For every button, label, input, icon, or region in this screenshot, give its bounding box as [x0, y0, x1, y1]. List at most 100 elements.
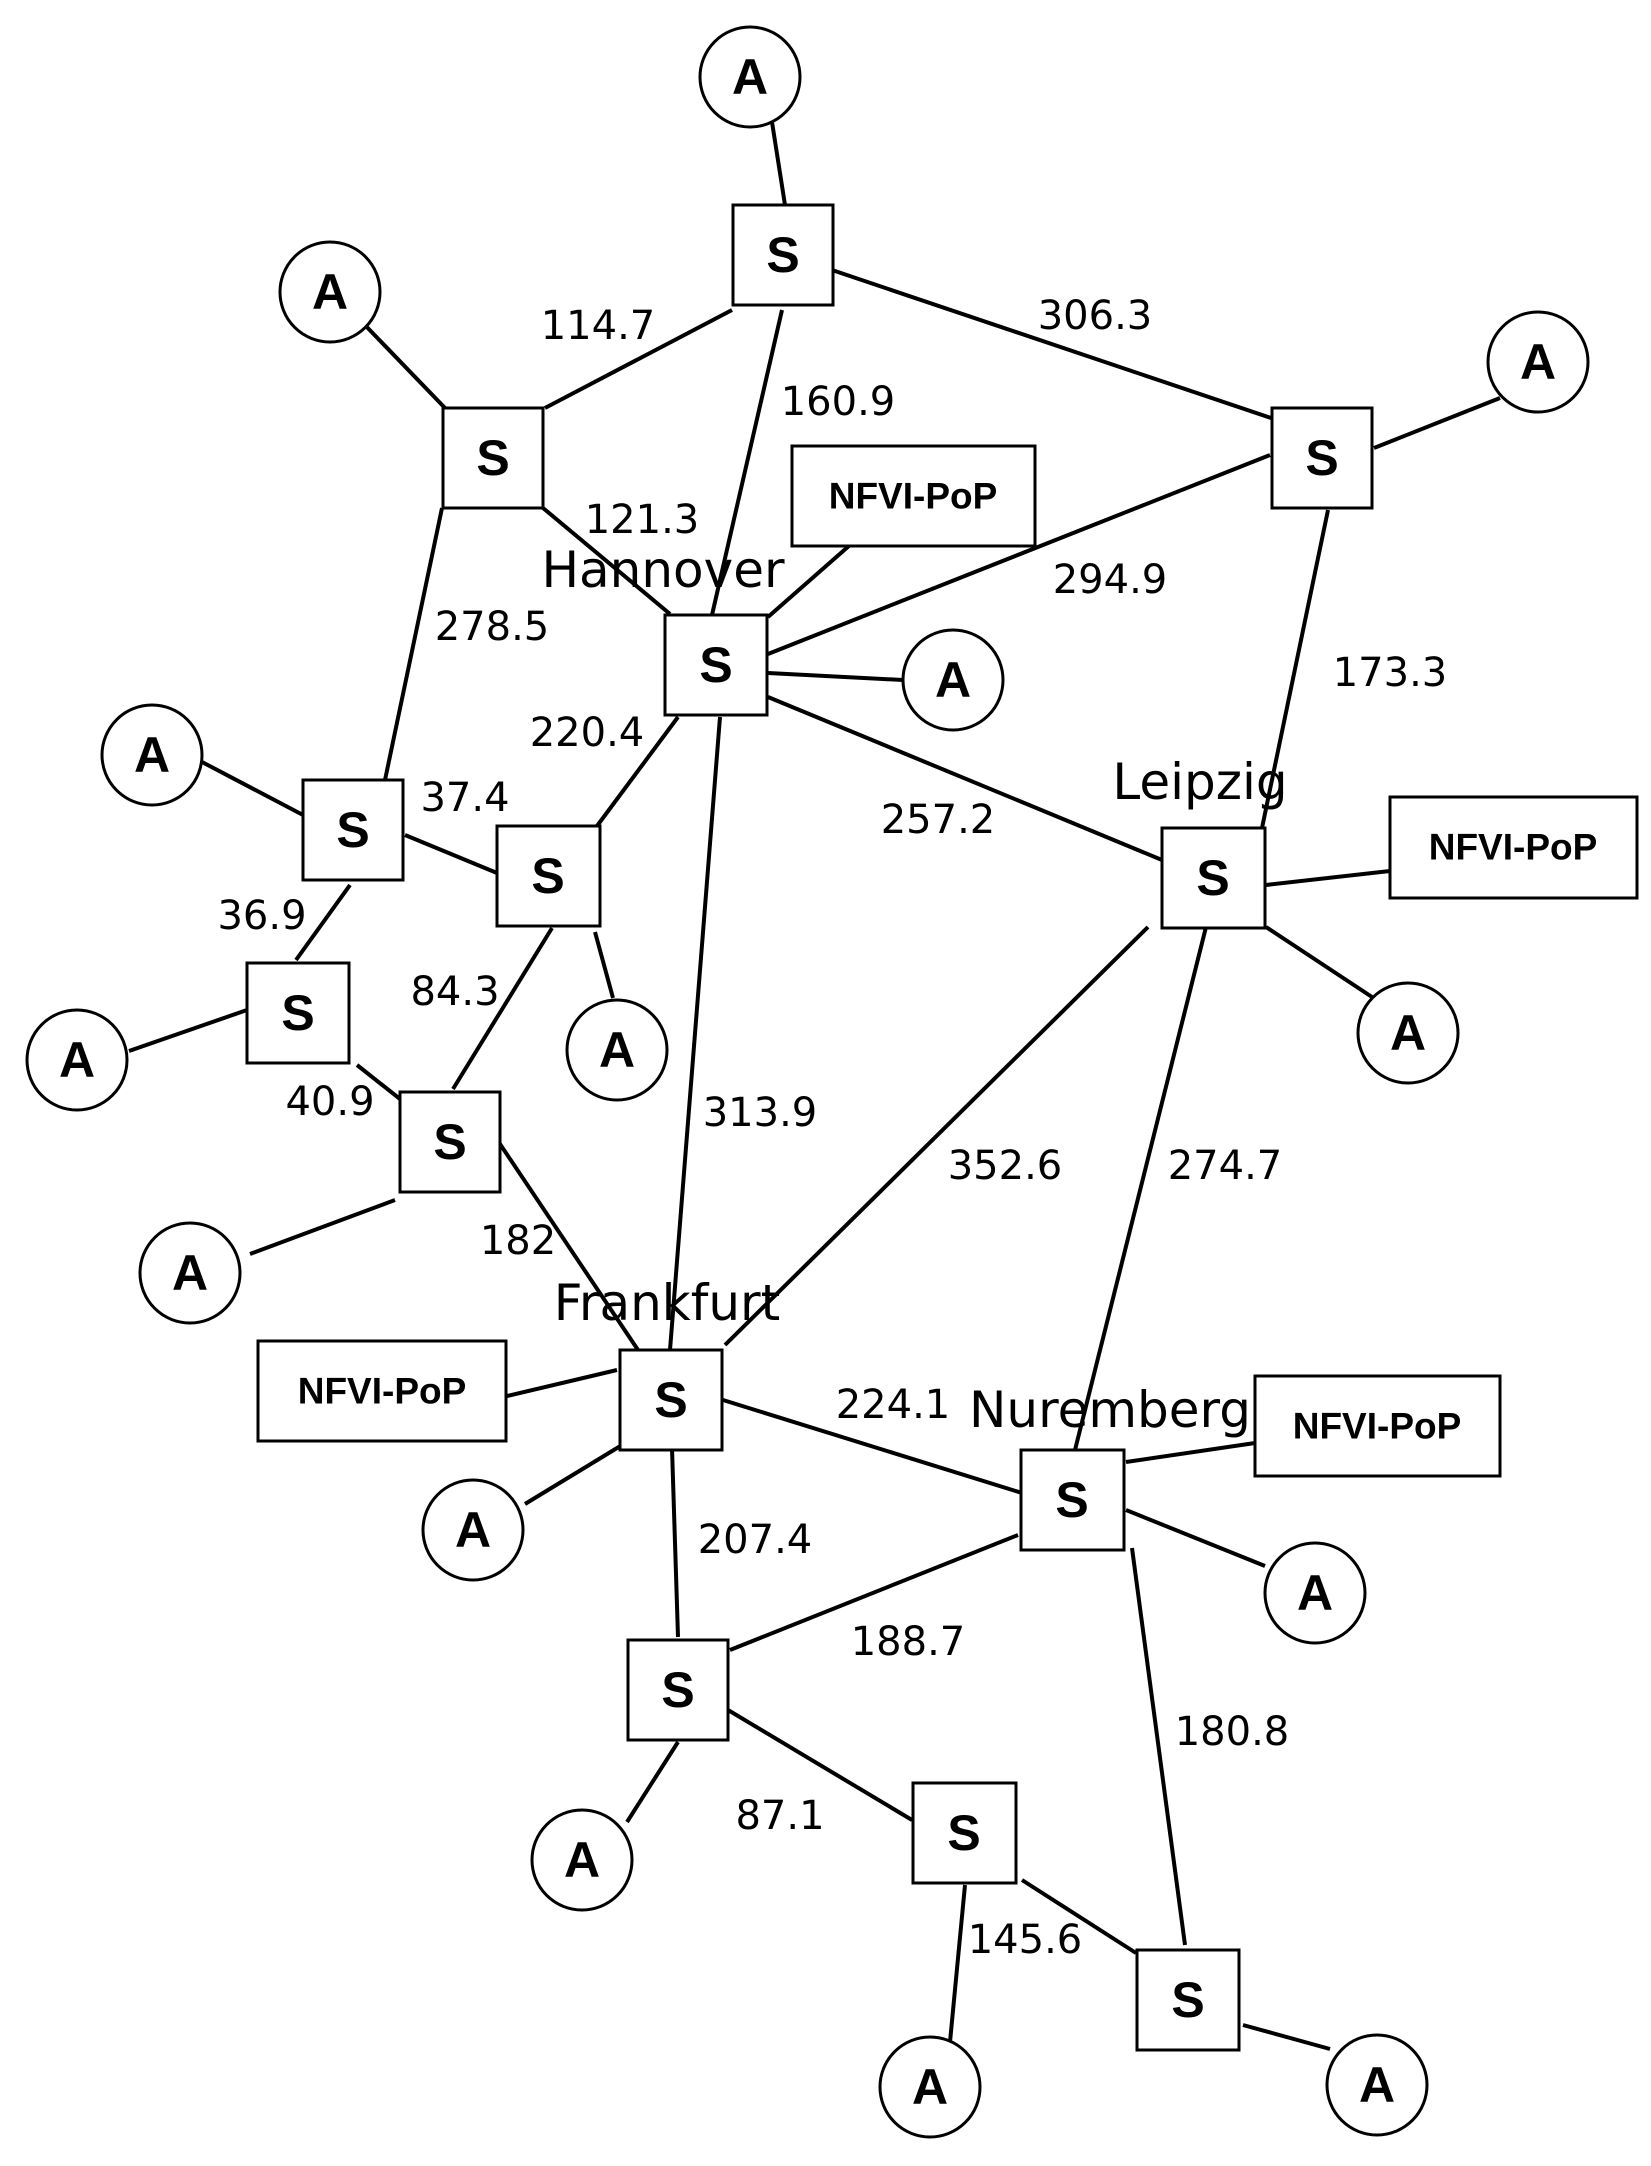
- stub-pop-hannover: [766, 543, 852, 619]
- access-nodes: A A A A A A A A A A A A A A: [25, 25, 1590, 2139]
- switch-bottom: S: [911, 1781, 1018, 1885]
- pop-nuremberg: NFVI-PoP: [1253, 1374, 1502, 1478]
- link-hannover-c: [595, 715, 680, 828]
- link-sw-s: [355, 1063, 402, 1101]
- switch-letter: S: [947, 1805, 980, 1861]
- access-letter: A: [935, 652, 971, 708]
- stub-a-south: [625, 1740, 680, 1824]
- pop-label: NFVI-PoP: [1293, 1406, 1462, 1447]
- switch-top: S: [731, 203, 835, 307]
- link-w-sw: [294, 883, 352, 962]
- switch-nodes: S S S S S S S S S S S S S S: [245, 203, 1374, 2052]
- switch-hannover: S: [663, 613, 769, 717]
- weight-nuremberg-se: 180.8: [1175, 1709, 1290, 1755]
- stub-a-nuremberg: [1125, 1508, 1266, 1568]
- access-letter: A: [134, 727, 170, 783]
- weight-s-frankfurt: 182: [480, 1218, 556, 1264]
- link-nw-hannover: [541, 506, 672, 616]
- stub-a-w: [201, 760, 304, 817]
- edge-weight-labels: 114.7 306.3 160.9 121.3 294.9 278.5 173.…: [217, 293, 1447, 1963]
- city-label-frankfurt: Frankfurt: [554, 1274, 780, 1332]
- access-letter: A: [1297, 1565, 1333, 1621]
- link-ne-leipzig: [1260, 509, 1330, 829]
- weight-bottom-se: 145.6: [968, 1917, 1083, 1963]
- link-south-nuremberg: [729, 1533, 1019, 1652]
- pop-hannover: NFVI-PoP: [790, 444, 1037, 548]
- weight-ne-hannover: 294.9: [1053, 557, 1168, 603]
- pop-frankfurt: NFVI-PoP: [256, 1339, 508, 1443]
- link-leipzig-nuremberg: [1073, 926, 1208, 1451]
- stub-a-hannover: [767, 671, 904, 682]
- switch-frankfurt: S: [618, 1348, 724, 1452]
- switch-letter: S: [699, 637, 732, 693]
- weight-sw-s: 40.9: [285, 1079, 374, 1125]
- weight-nw-hannover: 121.3: [585, 497, 700, 543]
- link-top-ne: [831, 268, 1272, 420]
- access-letter: A: [1359, 2057, 1395, 2113]
- access-letter: A: [312, 264, 348, 320]
- link-w-c: [404, 833, 498, 875]
- access-bottom: A: [878, 2035, 982, 2139]
- access-links: [128, 121, 1501, 2051]
- switch-letter: S: [531, 848, 564, 904]
- switch-nw: S: [441, 406, 545, 510]
- weight-top-hannover: 160.9: [781, 379, 896, 425]
- weight-hannover-leipzig: 257.2: [881, 797, 996, 843]
- switch-ne: S: [1270, 406, 1374, 510]
- link-hannover-leipzig: [767, 695, 1163, 862]
- access-letter: A: [1390, 1005, 1426, 1061]
- switch-se: S: [1135, 1948, 1241, 2052]
- switch-leipzig: S: [1160, 826, 1267, 930]
- pop-label: NFVI-PoP: [1429, 827, 1598, 868]
- weight-w-sw: 36.9: [217, 893, 306, 939]
- weight-south-bottom: 87.1: [735, 1793, 824, 1839]
- access-letter: A: [912, 2059, 948, 2115]
- weight-ne-leipzig: 173.3: [1333, 650, 1448, 696]
- city-labels: Hannover Leipzig Frankfurt Nuremberg: [541, 541, 1287, 1439]
- access-se: A: [1325, 2033, 1429, 2137]
- pop-nodes: NFVI-PoP NFVI-PoP NFVI-PoP NFVI-PoP: [256, 444, 1639, 1478]
- stub-pop-nuremberg: [1125, 1441, 1256, 1464]
- weight-leipzig-nuremberg: 274.7: [1168, 1143, 1283, 1189]
- link-south-bottom: [726, 1708, 914, 1822]
- access-letter: A: [455, 1502, 491, 1558]
- access-nw: A: [278, 240, 382, 344]
- stub-a-top: [770, 121, 787, 206]
- link-bottom-se: [1020, 1878, 1138, 1955]
- link-ne-hannover: [767, 453, 1271, 656]
- access-hannover: A: [901, 628, 1005, 732]
- switch-letter: S: [661, 1662, 694, 1718]
- access-letter: A: [1520, 334, 1556, 390]
- stub-a-bottom: [948, 1884, 967, 2043]
- switch-letter: S: [654, 1372, 687, 1428]
- access-w: A: [100, 703, 204, 807]
- weight-hannover-c: 220.4: [530, 710, 645, 756]
- access-top: A: [698, 25, 802, 129]
- switch-letter: S: [433, 1114, 466, 1170]
- backbone-links: [294, 268, 1330, 1955]
- switch-sw: S: [245, 961, 351, 1065]
- stub-a-nw: [360, 320, 447, 410]
- link-nuremberg-se: [1130, 1547, 1187, 1946]
- switch-south: S: [626, 1638, 730, 1742]
- switch-letter: S: [476, 430, 509, 486]
- city-label-leipzig: Leipzig: [1112, 753, 1287, 811]
- access-letter: A: [599, 1022, 635, 1078]
- switch-letter: S: [281, 985, 314, 1041]
- link-leipzig-frankfurt: [723, 925, 1150, 1347]
- link-hannover-frankfurt: [668, 716, 722, 1351]
- switch-letter: S: [336, 802, 369, 858]
- access-ne: A: [1486, 310, 1590, 414]
- link-nw-w: [383, 507, 444, 781]
- access-nuremberg: A: [1263, 1541, 1367, 1645]
- stub-a-leipzig: [1264, 925, 1374, 999]
- weight-top-ne: 306.3: [1038, 293, 1153, 339]
- switch-letter: S: [1055, 1472, 1088, 1528]
- link-frankfurt-south: [670, 1447, 680, 1638]
- access-letter: A: [564, 1832, 600, 1888]
- weight-frankfurt-nuremberg: 224.1: [836, 1382, 951, 1428]
- stub-a-ne: [1373, 396, 1501, 450]
- access-s: A: [138, 1221, 242, 1325]
- access-leipzig: A: [1356, 981, 1460, 1085]
